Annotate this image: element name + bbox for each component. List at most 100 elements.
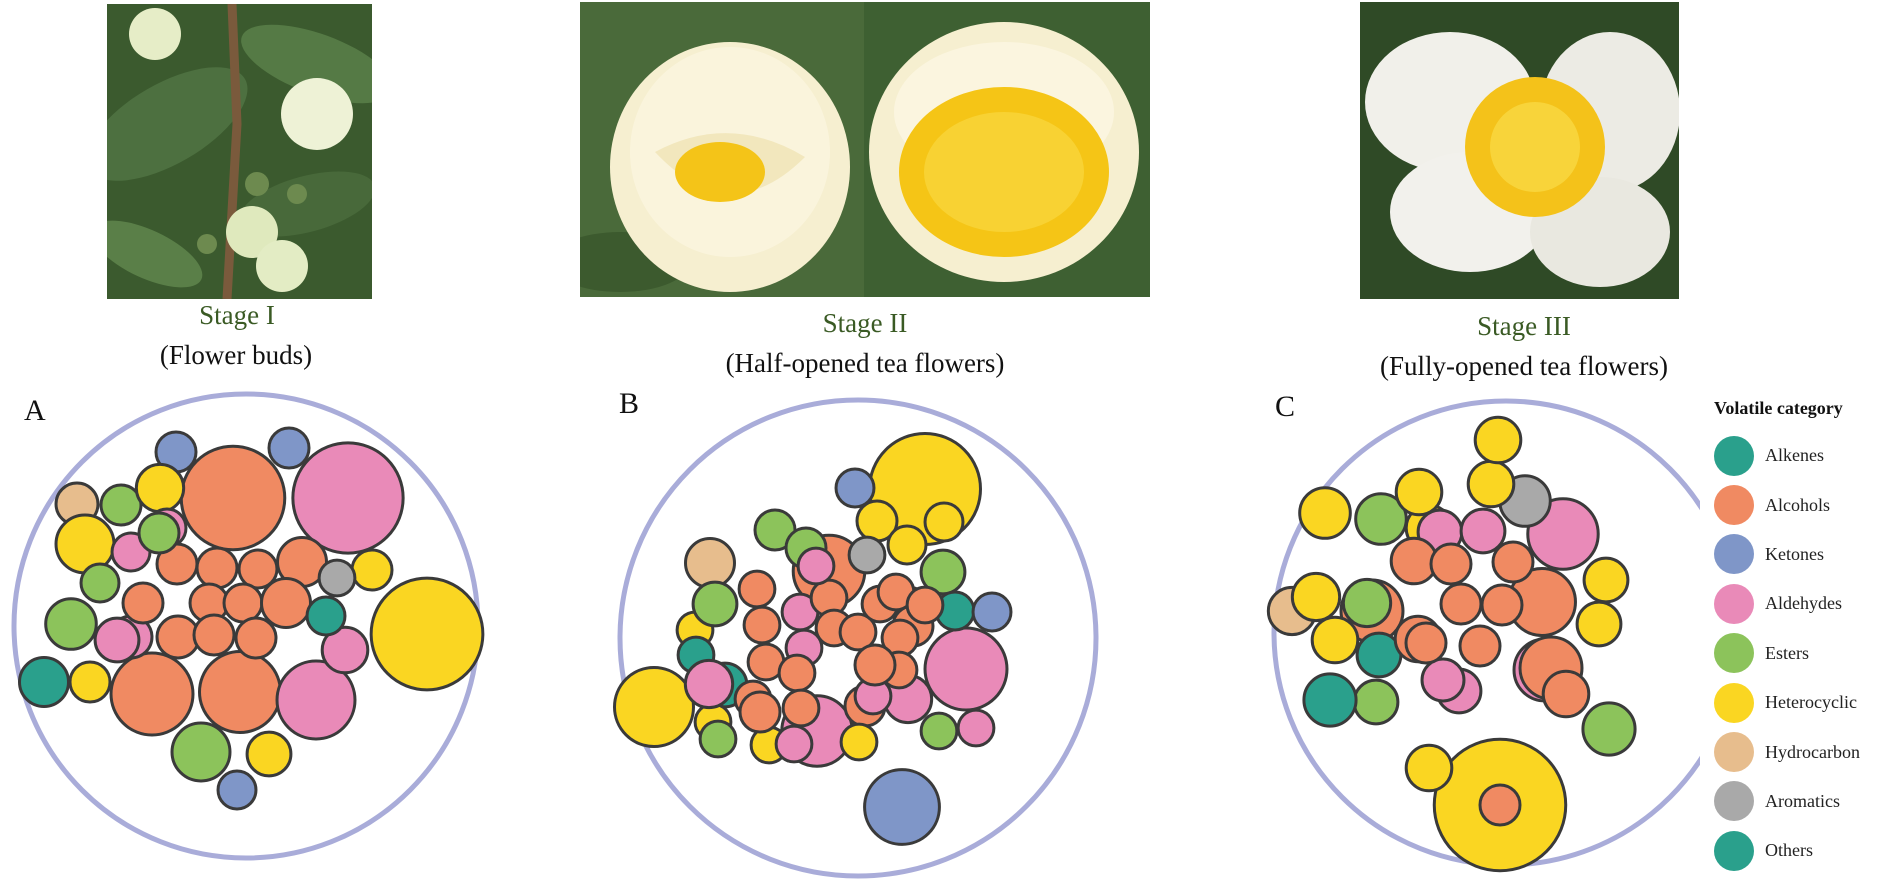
bubble-alcohols — [237, 548, 279, 590]
legend-label: Esters — [1765, 642, 1809, 663]
bubble-esters — [1352, 678, 1400, 726]
bubble-heterocyclic — [134, 462, 186, 514]
bubble-esters — [1354, 492, 1408, 546]
bubble-aldehydes — [774, 724, 814, 764]
bubble-esters — [691, 580, 739, 628]
stage-1-photo — [107, 4, 372, 299]
bubble-alcohols — [742, 605, 782, 645]
bubble-alcohols — [853, 643, 897, 687]
legend-item-ketones: Ketones — [1714, 530, 1899, 579]
legend-swatch — [1714, 485, 1754, 526]
bubble-hydrocarbon — [684, 537, 736, 589]
stage-3-subtitle: (Fully-opened tea flowers) — [1380, 351, 1668, 381]
bubble-alcohols — [777, 653, 817, 693]
bubble-alcohols — [781, 688, 821, 728]
legend-item-alcohols: Alcohols — [1714, 480, 1899, 529]
bubble-aldehydes — [1420, 657, 1466, 703]
legend-swatch — [1714, 732, 1754, 773]
stage-2-title: Stage II — [822, 308, 908, 338]
bubble-esters — [919, 711, 959, 751]
legend-swatch — [1714, 682, 1754, 723]
bubble-heterocyclic — [1582, 556, 1630, 604]
bubble-heterocyclic — [839, 722, 879, 762]
bubble-alcohols — [738, 690, 782, 734]
bubble-heterocyclic — [1575, 600, 1623, 648]
panel-label-c: C — [1275, 390, 1296, 423]
bubble-heterocyclic — [1404, 743, 1454, 793]
bubble-aldehydes — [923, 626, 1009, 712]
bubble-aromatics — [317, 558, 357, 598]
legend-item-aromatics: Aromatics — [1714, 777, 1899, 826]
legend-title: Volatile category — [1714, 398, 1843, 418]
bubble-aldehydes — [796, 546, 836, 586]
bubble-alcohols — [1480, 583, 1524, 627]
bubble-esters — [170, 721, 232, 783]
stage-3-title: Stage III — [1477, 311, 1571, 341]
bubble-aldehydes — [320, 625, 370, 675]
bubble-alcohols — [179, 444, 287, 552]
bubble-others — [305, 595, 347, 637]
bubble-esters — [79, 562, 121, 604]
legend-swatch — [1714, 633, 1754, 674]
bubble-alcohols — [192, 613, 236, 657]
legend-item-heterocyclic: Heterocyclic — [1714, 678, 1899, 727]
legend-label: Alcohols — [1765, 494, 1830, 515]
bubble-esters — [44, 597, 98, 651]
bubble-ketones — [863, 768, 941, 846]
bubble-heterocyclic — [1310, 615, 1360, 665]
bubble-aldehydes — [275, 659, 357, 741]
legend-item-alkenes: Alkenes — [1714, 431, 1899, 480]
bubble-alcohols — [1491, 540, 1535, 584]
stage-3-photo — [1360, 2, 1679, 299]
stage-2-photo-right — [864, 2, 1150, 297]
bubble-heterocyclic — [1394, 467, 1444, 517]
bubble-aldehydes — [683, 658, 735, 710]
bubble-esters — [698, 719, 738, 759]
bubble-heterocyclic — [886, 524, 928, 566]
legend-item-esters: Esters — [1714, 629, 1899, 678]
panel-label-a: A — [24, 394, 46, 427]
bubble-alcohols — [1439, 582, 1483, 626]
bubble-heterocyclic — [1290, 571, 1342, 623]
bubble-aromatics — [847, 535, 887, 575]
legend-swatch — [1714, 534, 1754, 575]
bubble-heterocyclic — [923, 501, 965, 543]
bubble-heterocyclic — [1298, 486, 1352, 540]
bubble-others — [18, 656, 70, 708]
bubble-alcohols — [737, 569, 777, 609]
legend-label: Ketones — [1765, 543, 1824, 564]
bubble-ketones — [834, 467, 876, 509]
stage-2-subtitle: (Half-opened tea flowers) — [725, 348, 1005, 378]
bubble-esters — [1341, 577, 1393, 629]
legend-item-others: Others — [1714, 826, 1899, 875]
legend-item-aldehydes: Aldehydes — [1714, 579, 1899, 628]
stage-2-photo-left — [580, 2, 864, 297]
bubble-others — [1302, 672, 1358, 728]
bubble-aldehydes — [291, 441, 405, 555]
legend-swatch — [1714, 583, 1754, 624]
stage-1-title: Stage I — [199, 300, 275, 330]
bubble-heterocyclic — [1473, 415, 1523, 465]
bubble-esters — [1581, 701, 1637, 757]
bubble-aldehydes — [93, 616, 141, 664]
bubble-alcohols — [121, 581, 165, 625]
bubble-alcohols — [195, 546, 239, 590]
legend-swatch — [1714, 830, 1754, 871]
bubble-boundary — [617, 397, 1099, 879]
legend-item-hydrocarbon: Hydrocarbon — [1714, 727, 1899, 776]
bubble-heterocyclic — [68, 660, 112, 704]
bubble-alcohols — [234, 616, 278, 660]
bubble-alcohols — [1541, 669, 1591, 719]
bubble-alcohols — [905, 585, 945, 625]
bubble-aldehydes — [1459, 507, 1507, 555]
legend-swatch — [1714, 781, 1754, 822]
legend-label: Aromatics — [1765, 790, 1840, 811]
legend-label: Alkenes — [1765, 445, 1824, 466]
bubble-ketones — [971, 591, 1013, 633]
bubble-ketones — [267, 426, 311, 470]
bubble-esters — [919, 548, 967, 596]
legend-label: Hydrocarbon — [1765, 741, 1860, 762]
bubble-alcohols — [1478, 783, 1522, 827]
bubble-alcohols — [109, 651, 195, 737]
